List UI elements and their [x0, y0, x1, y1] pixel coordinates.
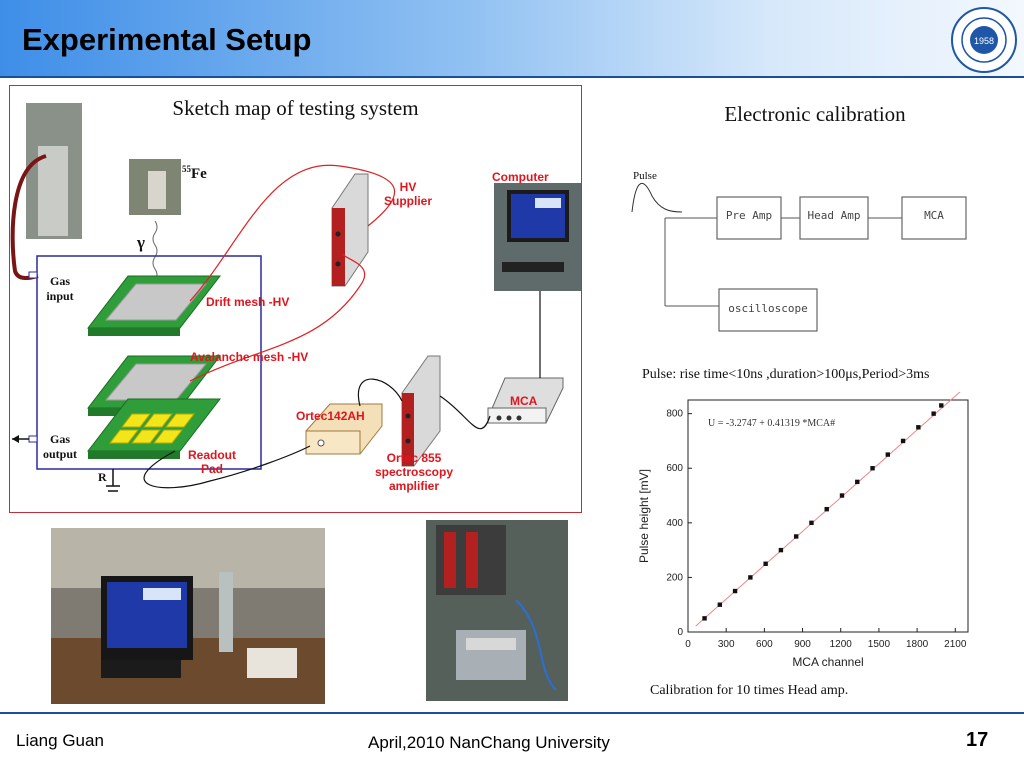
- signal-wire-readout: [143, 445, 311, 489]
- x-tick-label: 1800: [906, 639, 929, 650]
- y-tick-label: 0: [677, 627, 683, 638]
- calibration-block-diagram: [631, 182, 967, 332]
- x-tick-label: 1500: [868, 639, 891, 650]
- mca-block-label: MCA: [924, 209, 944, 222]
- y-axis-label: Pulse height [mV]: [637, 469, 651, 563]
- resistor-label: R: [98, 470, 107, 484]
- data-point: [931, 411, 936, 416]
- data-point: [870, 466, 875, 471]
- gamma-label: γ: [137, 233, 145, 252]
- footer-divider: [0, 712, 1024, 714]
- calibration-chart: 0 300 600 900 1200 1500 1800 2100 0 200 400 600 800U…: [637, 392, 969, 669]
- x-tick-label: 2100: [944, 639, 967, 650]
- data-point: [763, 561, 768, 566]
- data-point: [900, 438, 906, 444]
- drift-mesh-label: Drift mesh -HV: [206, 295, 290, 309]
- data-point: [732, 588, 738, 594]
- oscilloscope-box: [718, 288, 818, 332]
- sketch-drawing: [10, 103, 581, 492]
- data-point: [855, 479, 860, 485]
- data-point: [939, 403, 944, 408]
- header-bar: Experimental Setup 1958: [0, 0, 1024, 78]
- gas-tube: [10, 154, 47, 280]
- fe55-superscript: 55: [182, 164, 191, 174]
- signal-wire-ortec142: [357, 378, 403, 407]
- data-point: [916, 425, 921, 430]
- pulse-shape: [631, 182, 683, 213]
- data-point: [748, 575, 753, 580]
- lab-photo-computer: [51, 528, 325, 704]
- data-point: [793, 534, 799, 539]
- footer-date-place: April,2010 NanChang University: [368, 733, 610, 752]
- gas-input-label: Gas input: [46, 274, 74, 303]
- ortec855-label: Ortec 855 spectroscopy amplifier: [374, 451, 454, 493]
- data-point: [824, 506, 829, 512]
- page-number: 17: [966, 729, 989, 751]
- hv-wire-avalanche: [189, 253, 366, 382]
- logo-year: 1958: [974, 36, 994, 46]
- y-tick-label: 200: [666, 572, 683, 583]
- footer-author: Liang Guan: [16, 731, 104, 750]
- avalanche-mesh-label: Avalanche mesh -HV: [190, 350, 309, 364]
- fe55-element: Fe: [191, 166, 207, 182]
- fe55-label: 55Fe: [182, 164, 207, 183]
- readout-pad-label: Readout Pad: [188, 448, 236, 476]
- x-tick-label: 600: [756, 639, 773, 650]
- pulse-label: Pulse: [633, 170, 657, 182]
- mca-label: MCA: [510, 394, 538, 408]
- chart-caption: Calibration for 10 times Head amp.: [650, 683, 849, 698]
- data-point: [702, 616, 707, 621]
- oscilloscope-label: oscilloscope: [728, 302, 808, 315]
- pulse-spec: Pulse: rise time<10ns ,duration>100μs,Pe…: [642, 367, 930, 382]
- mca-block-box: [901, 196, 967, 240]
- slide-title: Experimental Setup: [22, 22, 312, 57]
- y-tick-label: 600: [666, 463, 683, 474]
- hv-supplier-label: HV Supplier: [383, 180, 432, 208]
- gas-output-label: Gas output: [42, 432, 77, 461]
- x-tick-label: 900: [794, 639, 811, 650]
- pre-amp-label: Pre Amp: [725, 209, 773, 222]
- fit-equation: U = -3.2747 + 0.41319 *MCA#: [708, 418, 835, 429]
- x-tick-label: 1200: [830, 639, 853, 650]
- y-tick-label: 400: [666, 518, 683, 529]
- x-tick-label: 0: [685, 639, 691, 650]
- lab-photo-detector: [426, 520, 568, 701]
- sketch-title: Sketch map of testing system: [172, 96, 419, 120]
- plot-frame: [687, 399, 969, 633]
- readout-pads: [108, 413, 196, 444]
- x-tick-label: 300: [718, 639, 735, 650]
- hv-wire-drift: [189, 164, 396, 302]
- calibration-title: Electronic calibration: [724, 102, 906, 126]
- data-point: [809, 520, 814, 526]
- head-amp-label: Head Amp: [807, 209, 861, 222]
- data-point: [717, 602, 723, 607]
- x-axis-label: MCA channel: [792, 655, 863, 669]
- data-point: [885, 452, 891, 457]
- data-point: [778, 547, 784, 553]
- y-tick-label: 800: [666, 409, 683, 420]
- sketch-panel: Sketch map of testing system: [9, 85, 582, 513]
- computer-label: Computer: [492, 170, 549, 184]
- signal-wire-ortec855: [439, 395, 491, 430]
- data-point: [839, 493, 845, 498]
- university-logo: 1958: [951, 7, 1017, 73]
- ortec142-label: Ortec142AH: [296, 409, 365, 423]
